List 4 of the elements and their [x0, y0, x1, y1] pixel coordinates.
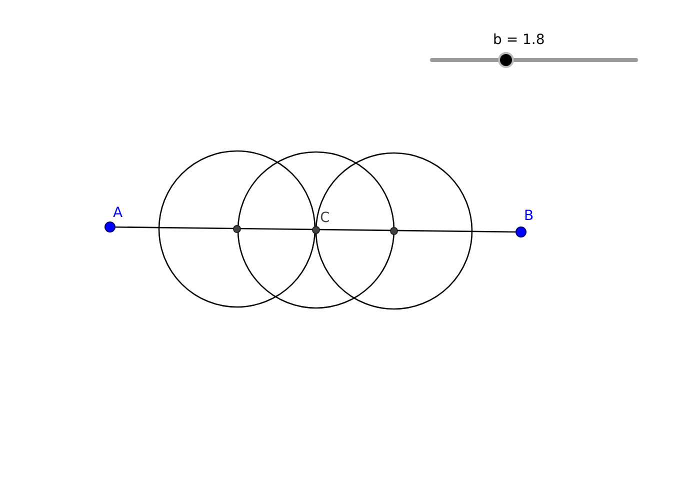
point-label: B	[524, 208, 534, 224]
slider-value-label: b = 1.8	[493, 32, 545, 48]
point-label: C	[320, 210, 330, 226]
point-label: A	[113, 205, 123, 221]
